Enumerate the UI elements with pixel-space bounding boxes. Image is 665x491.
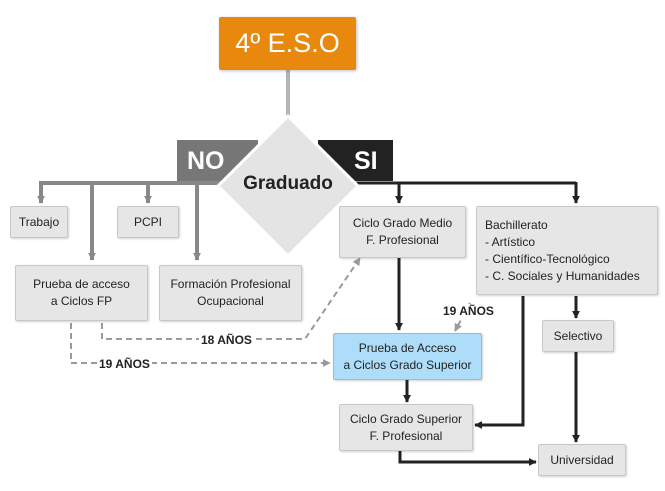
node-bachillerato-text: Bachillerato - Artístico - Científico-Te…: [485, 217, 640, 283]
node-selectivo-text: Selectivo: [553, 328, 603, 343]
title-box: 4º E.S.O: [219, 17, 356, 70]
node-pcpi-text: PCPI: [133, 214, 162, 229]
node-cgs-text: Ciclo Grado Superior F. Profesional: [349, 411, 463, 443]
yes-label: SI: [354, 146, 378, 175]
node-universidad: Universidad: [538, 444, 626, 476]
decision-label: Graduado: [243, 173, 333, 194]
edge-label-19-right: 19 AÑOS: [441, 304, 496, 318]
node-fpo-text: Formación Profesional Ocupacional: [170, 277, 291, 308]
node-cgm: Ciclo Grado Medio F. Profesional: [339, 206, 466, 258]
node-prueba-cgs-text: Prueba de Acceso a Ciclos Grado Superior: [343, 340, 472, 372]
title-text: 4º E.S.O: [235, 28, 340, 58]
decision-diamond: [215, 113, 361, 259]
node-selectivo: Selectivo: [542, 320, 614, 352]
node-prueba-cgs: Prueba de Acceso a Ciclos Grado Superior: [333, 333, 482, 380]
yes-branch-connectors: [335, 181, 580, 466]
node-trabajo: Trabajo: [10, 206, 68, 238]
edge-label-18: 18 AÑOS: [199, 333, 254, 347]
node-pcpi: PCPI: [117, 206, 179, 238]
node-fpo: Formación Profesional Ocupacional: [159, 265, 302, 321]
node-cgs: Ciclo Grado Superior F. Profesional: [339, 404, 473, 451]
no-label: NO: [187, 146, 225, 175]
node-universidad-text: Universidad: [550, 452, 614, 467]
edge-label-19-left: 19 AÑOS: [97, 357, 152, 371]
no-branch-connectors: [37, 181, 243, 261]
node-prueba-fp-text: Prueba de acceso a Ciclos FP: [33, 277, 130, 308]
node-cgm-text: Ciclo Grado Medio F. Profesional: [352, 216, 453, 247]
node-trabajo-text: Trabajo: [18, 214, 60, 229]
node-prueba-fp: Prueba de acceso a Ciclos FP: [15, 265, 148, 321]
node-bachillerato: Bachillerato - Artístico - Científico-Te…: [476, 206, 658, 295]
